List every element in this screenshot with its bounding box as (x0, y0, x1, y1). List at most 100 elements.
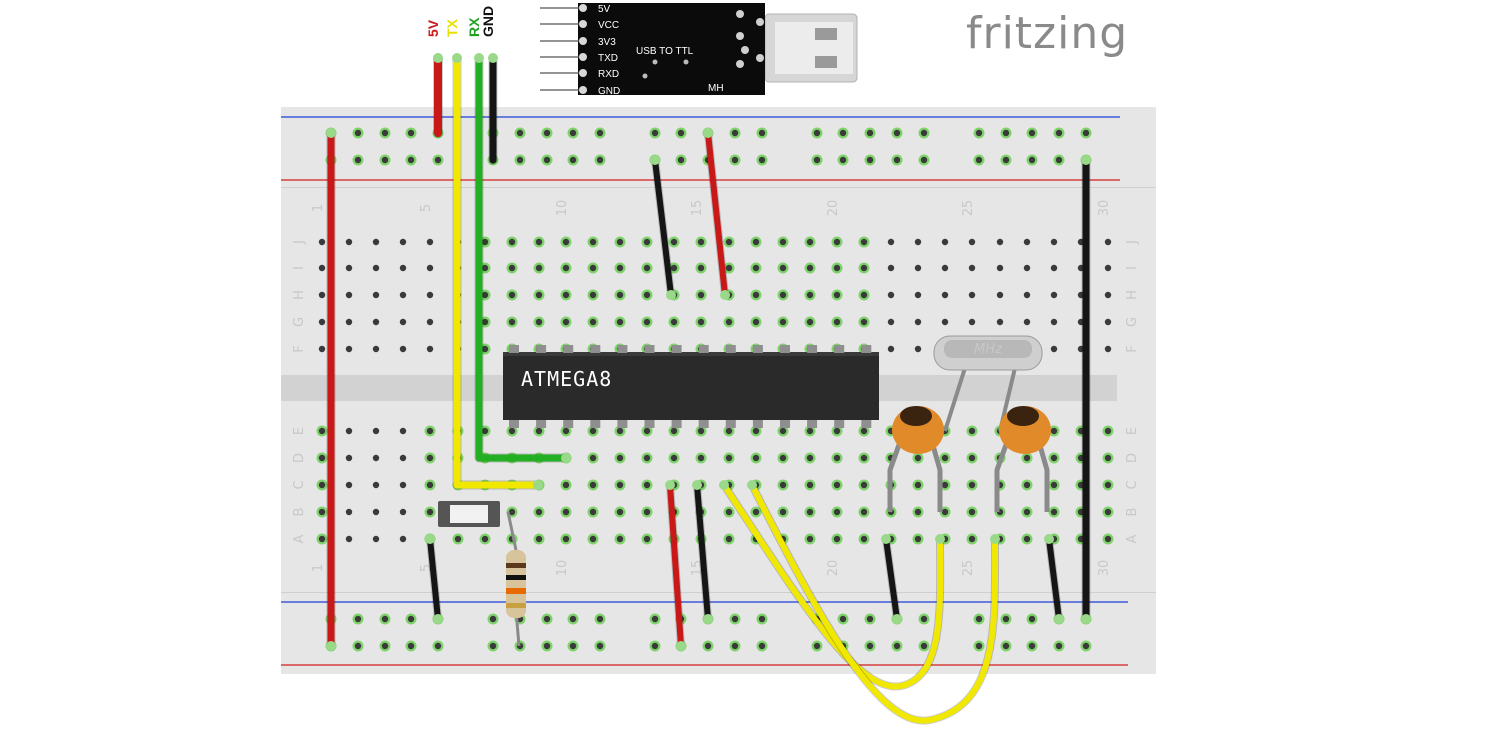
breadboard-hole (508, 264, 516, 272)
breadboard-hole (1104, 238, 1112, 246)
usb-module-pin-pad (579, 86, 587, 94)
column-number-top: 25 (961, 200, 976, 217)
wire-end (881, 534, 891, 544)
breadboard-hole (354, 642, 362, 650)
breadboard-hole (345, 345, 353, 353)
usb-module-pin-label: VCC (598, 20, 619, 31)
row-letter-left: H (292, 290, 307, 300)
breadboard-divider-top (281, 187, 1156, 188)
breadboard-hole (806, 238, 814, 246)
breadboard-hole (345, 238, 353, 246)
breadboard-hole (426, 427, 434, 435)
breadboard-hole (1002, 129, 1010, 137)
breadboard-hole (399, 535, 407, 543)
capacitor-lead (887, 441, 903, 512)
ceramic-capacitor-top (1007, 406, 1039, 426)
breadboard-hole (1023, 481, 1031, 489)
wire-end (1081, 614, 1091, 624)
breadboard-hole (860, 318, 868, 326)
breadboard-hole (860, 238, 868, 246)
row-letter-right: H (1125, 290, 1140, 300)
row-letter-left: I (292, 266, 307, 270)
resistor-band (506, 603, 526, 608)
breadboard-hole (725, 454, 733, 462)
atmega8-pin-bottom (671, 420, 682, 428)
breadboard-hole (1104, 508, 1112, 516)
breadboard-hole (941, 264, 949, 272)
breadboard-hole (651, 615, 659, 623)
wire-end (747, 480, 757, 490)
breadboard-hole (426, 238, 434, 246)
atmega8-pin-top (698, 345, 709, 353)
breadboard-hole (381, 615, 389, 623)
breadboard-hole (725, 264, 733, 272)
breadboard-hole (914, 238, 922, 246)
wire-end (452, 53, 462, 63)
breadboard-hole (893, 129, 901, 137)
row-letter-left: A (292, 534, 307, 543)
atmega8-pin-bottom (807, 420, 818, 428)
breadboard-hole (1050, 345, 1058, 353)
breadboard-hole (643, 427, 651, 435)
fritzing-logo: fritzing (966, 8, 1129, 59)
atmega8-pin-bottom (644, 420, 655, 428)
breadboard-hole (535, 291, 543, 299)
breadboard-hole (372, 427, 380, 435)
row-letter-left: C (292, 480, 307, 489)
breadboard-hole (318, 508, 326, 516)
breadboard-hole (670, 238, 678, 246)
breadboard-hole (725, 318, 733, 326)
breadboard-hole (426, 264, 434, 272)
wire-black-cap1 (883, 536, 900, 622)
atmega8-pin-bottom (834, 420, 845, 428)
wire-red-top (705, 130, 728, 298)
atmega8-pin-bottom (780, 420, 790, 428)
breadboard-hole (318, 535, 326, 543)
breadboard-hole (1002, 156, 1010, 164)
breadboard-hole (941, 318, 949, 326)
breadboard-hole (752, 264, 760, 272)
atmega8-pin-top (617, 345, 628, 353)
breadboard-hole (616, 535, 624, 543)
breadboard-hole (670, 454, 678, 462)
breadboard-hole (758, 156, 766, 164)
breadboard-hole (893, 156, 901, 164)
breadboard-hole (1104, 345, 1112, 353)
breadboard-hole (860, 508, 868, 516)
wire-end (990, 534, 1000, 544)
breadboard-hole (887, 345, 895, 353)
usb-plug-slot (815, 28, 837, 40)
breadboard-hole (434, 156, 442, 164)
column-number-bottom: 5 (419, 564, 434, 572)
atmega8-pin-top (752, 345, 763, 353)
breadboard-hole (1050, 264, 1058, 272)
atmega8-pin-top (509, 345, 519, 353)
breadboard-hole (697, 238, 705, 246)
breadboard-hole (968, 427, 976, 435)
breadboard-hole (354, 129, 362, 137)
breadboard-hole (731, 615, 739, 623)
crystal-top (944, 340, 1032, 358)
column-number-bottom: 10 (555, 560, 570, 577)
wire-red-bottom (667, 482, 684, 649)
breadboard-hole (806, 264, 814, 272)
column-number-top: 15 (690, 200, 705, 217)
breadboard-hole (489, 642, 497, 650)
breadboard-hole (806, 535, 814, 543)
column-number-bottom: 30 (1097, 560, 1112, 577)
breadboard-hole (860, 264, 868, 272)
breadboard-hole (914, 454, 922, 462)
row-letter-right: D (1125, 453, 1140, 463)
breadboard-hole (914, 535, 922, 543)
atmega8-chip-top-edge (503, 352, 879, 356)
breadboard-hole (481, 345, 489, 353)
row-letter-right: B (1125, 508, 1140, 517)
atmega8-pin-top (563, 345, 574, 353)
breadboard-hole (616, 318, 624, 326)
wire-end (326, 128, 336, 138)
breadboard-hole (914, 264, 922, 272)
wire-black-top (652, 157, 674, 298)
breadboard-hole (833, 481, 841, 489)
breadboard-hole (569, 129, 577, 137)
breadboard-hole (399, 508, 407, 516)
